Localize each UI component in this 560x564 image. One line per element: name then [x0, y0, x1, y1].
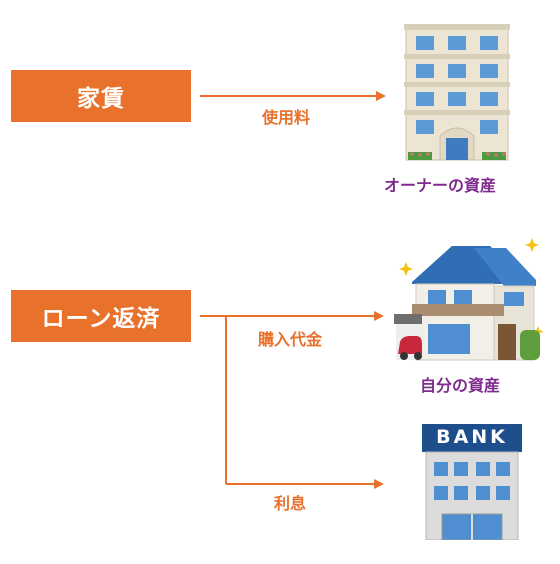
usage-fee-label: 使用料 — [262, 108, 311, 127]
interest-label: 利息 — [274, 494, 307, 513]
purchase-price-label: 購入代金 — [258, 330, 323, 349]
arrowhead-icon — [376, 91, 386, 101]
arrowhead-icon — [374, 311, 384, 321]
arrowhead-icon — [374, 479, 384, 489]
rent-box: 家賃 — [11, 70, 191, 122]
loan-repayment-box: ローン返済 — [11, 290, 191, 342]
bank-building-icon: BANK — [422, 424, 522, 540]
owner-asset-caption: オーナーの資産 — [384, 176, 497, 195]
house-icon — [394, 238, 544, 361]
own-asset-caption: 自分の資産 — [420, 376, 501, 395]
apartment-building-icon — [404, 24, 510, 161]
bank-sign: BANK — [436, 426, 508, 448]
